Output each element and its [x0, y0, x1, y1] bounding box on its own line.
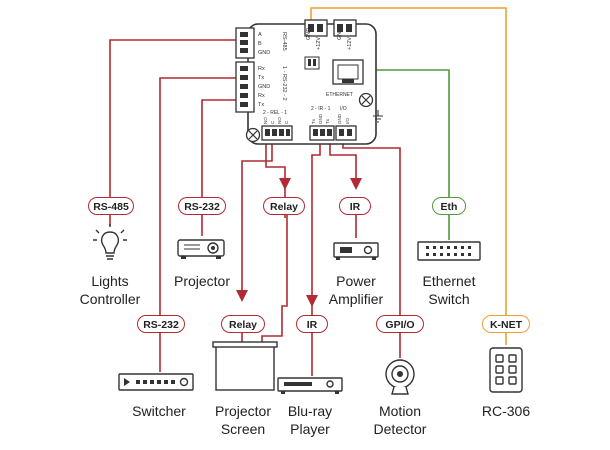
caption-line: Lights [91, 273, 129, 289]
tag-gpio: GPI/O [376, 315, 424, 333]
bluray-player-caption: Blu-ray Player [270, 402, 350, 438]
rs485-port-label: RS-485 [281, 32, 287, 51]
relay-header-label: 2 - REL - 1 [263, 110, 287, 116]
tag-rs232-top: RS-232 [178, 197, 226, 215]
rc306-caption: RC-306 [466, 402, 546, 420]
wire-eth [362, 69, 450, 240]
wire-rs232-bottom [159, 77, 246, 372]
power-gnd-label: GND [337, 28, 343, 40]
rel-pin1-label: NO [263, 117, 268, 124]
tag-knet: K-NET [482, 315, 530, 333]
caption-line: Motion [378, 403, 422, 419]
arrow-ir-top [350, 178, 362, 190]
rel-pin4-label: C [284, 120, 289, 124]
tag-rs232-bottom: RS-232 [137, 315, 185, 333]
caption-line: Detector [373, 421, 427, 437]
ir-pin1-label: Tx [311, 118, 316, 124]
port-b-label: B [258, 41, 262, 47]
knet-v-label: +12V [316, 37, 322, 50]
tag-eth: Eth [432, 197, 466, 215]
caption-line: Amplifier [328, 291, 384, 307]
bluray-player-icon [277, 377, 343, 394]
projector-screen-caption: Projector Screen [203, 402, 283, 438]
caption-line: Controller [79, 291, 141, 307]
caption-line: Switcher [132, 403, 186, 419]
amplifier-icon [333, 242, 379, 260]
tag-rs485: RS-485 [88, 197, 134, 215]
io-header-label: I/O [340, 106, 347, 112]
ethernet-switch-caption: Ethernet Switch [409, 272, 489, 308]
tag-ir-top: IR [339, 197, 371, 215]
port-rx1-label: Rx [258, 66, 265, 72]
caption-line: Ethernet [422, 273, 476, 289]
io-pin1-label: GND [337, 113, 342, 124]
ir-header-label: 2 - IR - 1 [311, 106, 331, 112]
arrow-relay-bottom [236, 290, 248, 302]
wire-relay-bottom [241, 133, 288, 342]
port-gnd1-label: GND [258, 84, 270, 90]
keypad-icon [489, 347, 523, 393]
wire-ir-bottom [311, 133, 321, 376]
io-pin2-label: I/O [345, 117, 350, 124]
power-v-label: +12V [347, 37, 353, 50]
motion-detector-caption: Motion Detector [360, 402, 440, 438]
wire-rs232-top [201, 99, 246, 236]
rel-pin2-label: C [270, 120, 275, 124]
projector-caption: Projector [162, 272, 242, 290]
wire-knet [310, 7, 507, 345]
caption-line: Switch [428, 291, 470, 307]
port-a-label: A [258, 32, 262, 38]
controller-device: A B GND Rx Tx GND Rx Tx RS-485 1 - RS-23… [235, 19, 383, 145]
ir-pin3-label: Tx [325, 118, 330, 124]
caption-line: Projector [214, 403, 272, 419]
caption-line: Blu-ray [287, 403, 333, 419]
port-gnd-label: GND [258, 50, 270, 56]
port-rx2-label: Rx [258, 93, 265, 99]
projector-icon [177, 239, 225, 259]
tag-relay-top: Relay [263, 197, 305, 215]
caption-line: Player [290, 421, 330, 437]
caption-line: Power [336, 273, 376, 289]
tag-relay-bottom: Relay [221, 315, 265, 333]
port-tx2-label: Tx [258, 102, 264, 108]
rel-pin3-label: NO [277, 117, 282, 124]
network-switch-icon [417, 241, 481, 261]
switcher-icon [118, 373, 194, 391]
tag-ir-bottom: IR [296, 315, 328, 333]
rs232-port-label: 1 - RS-232 - 2 [281, 66, 287, 101]
ir-pin2-label: GND [318, 113, 323, 124]
caption-line: Screen [220, 421, 266, 437]
lights-controller-caption: Lights Controller [70, 272, 150, 308]
port-tx1-label: Tx [258, 75, 264, 81]
ethernet-label: ETHERNET [326, 92, 353, 98]
caption-line: RC-306 [481, 403, 531, 419]
switcher-caption: Switcher [119, 402, 199, 420]
motion-detector-icon [385, 359, 415, 395]
lightbulb-icon [93, 224, 127, 260]
projector-screen-icon [212, 341, 278, 391]
caption-line: Projector [173, 273, 231, 289]
wire-rs485 [109, 39, 246, 226]
power-amplifier-caption: Power Amplifier [316, 272, 396, 308]
arrow-ir-bottom [306, 295, 318, 307]
knet-gnd-label: GND [306, 28, 312, 40]
arrow-relay-top [279, 178, 291, 190]
